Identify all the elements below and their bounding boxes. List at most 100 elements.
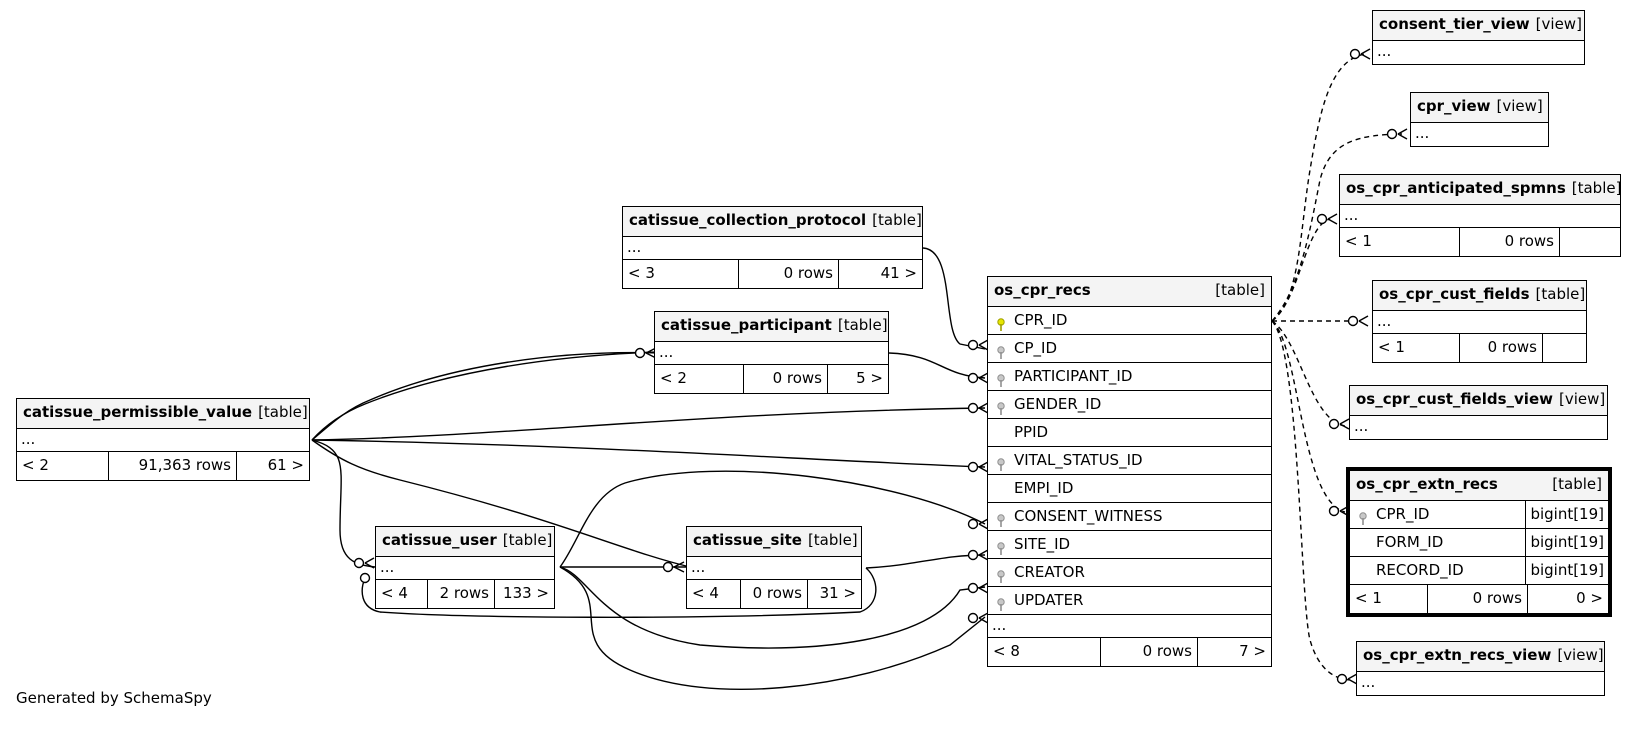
column-row[interactable]: CPR_ID — [988, 307, 1271, 335]
marker-user-a — [353, 557, 365, 569]
column-name: CPR_ID — [1014, 311, 1068, 329]
table-name: os_cpr_cust_fields — [1379, 285, 1530, 303]
children-count[interactable]: 7 > — [1239, 642, 1266, 660]
table-header: os_cpr_anticipated_spmns[table] — [1340, 175, 1621, 205]
edge-recs-cpr-view — [1271, 133, 1403, 322]
table-header: os_cpr_cust_fields_view[view] — [1350, 386, 1607, 416]
column-row[interactable]: VITAL_STATUS_ID — [988, 447, 1271, 475]
ellipsis-row: ... — [1377, 42, 1392, 60]
table-catissue-participant[interactable]: catissue_participant[table] ... < 2 0 ro… — [654, 311, 889, 394]
children-count[interactable]: 41 > — [880, 264, 917, 282]
ellipsis-row: ... — [1354, 417, 1369, 435]
marker-participant — [634, 347, 646, 359]
foreign-key-icon — [1359, 508, 1367, 535]
table-kind: [view] — [1535, 15, 1582, 33]
marker-extn-recs-view — [1336, 673, 1348, 685]
ellipsis-row: ... — [1340, 205, 1620, 228]
column-row[interactable]: PPID — [988, 419, 1271, 447]
table-consent-tier-view[interactable]: consent_tier_view [view] ... — [1372, 10, 1585, 65]
table-name: catissue_participant — [661, 316, 832, 334]
marker-anticipated — [1316, 213, 1328, 225]
children-count[interactable]: 0 > — [1576, 589, 1603, 607]
table-os-cpr-recs[interactable]: os_cpr_recs[table] CPR_ID CP_ID PARTICIP… — [987, 276, 1272, 667]
edge-permissible-vital-status — [311, 439, 986, 468]
table-os-cpr-cust-fields-view[interactable]: os_cpr_cust_fields_view[view] ... — [1349, 385, 1608, 440]
column-row[interactable]: CONSENT_WITNESS — [988, 503, 1271, 531]
table-footer: < 1 0 rows 0 > — [1350, 585, 1608, 613]
ellipsis-row: ... — [1415, 124, 1430, 142]
children-count[interactable] — [1560, 228, 1620, 256]
ellipsis-row: ... — [623, 237, 922, 260]
table-header: consent_tier_view [view] — [1373, 11, 1584, 41]
table-catissue-site[interactable]: catissue_site[table] ... < 4 0 rows 31 > — [686, 526, 862, 609]
children-count[interactable] — [1543, 334, 1586, 362]
table-kind: [table] — [872, 211, 922, 229]
children-count[interactable]: 31 > — [819, 584, 856, 602]
parents-count[interactable]: < 2 — [17, 452, 109, 480]
table-kind: [table] — [837, 316, 888, 334]
table-os-cpr-cust-fields[interactable]: os_cpr_cust_fields[table] ... < 1 0 rows — [1372, 280, 1587, 363]
edge-recs-cust-fields-view — [1271, 320, 1346, 427]
table-os-cpr-anticipated-spmns[interactable]: os_cpr_anticipated_spmns[table] ... < 1 … — [1339, 174, 1621, 257]
column-name: EMPI_ID — [1014, 479, 1074, 497]
table-kind: [table] — [502, 531, 553, 549]
ellipsis-row: ... — [376, 557, 554, 580]
table-catissue-user[interactable]: catissue_user[table] ... < 4 2 rows 133 … — [375, 526, 555, 609]
column-row[interactable]: GENDER_ID — [988, 391, 1271, 419]
table-header: catissue_permissible_value [table] — [17, 399, 309, 429]
children-count[interactable]: 61 > — [267, 456, 304, 474]
table-name: catissue_collection_protocol — [629, 211, 867, 229]
table-catissue-permissible-value[interactable]: catissue_permissible_value [table] ... < … — [16, 398, 310, 481]
parents-count[interactable]: < 4 — [687, 580, 741, 608]
table-header: catissue_collection_protocol [table] — [623, 207, 922, 237]
column-row[interactable]: CREATOR — [988, 559, 1271, 587]
column-row[interactable]: UPDATER — [988, 587, 1271, 615]
table-cpr-view[interactable]: cpr_view[view] ... — [1410, 92, 1549, 147]
parents-count[interactable]: < 2 — [655, 365, 744, 393]
marker-site-id — [967, 549, 979, 561]
children-count[interactable]: 133 > — [503, 584, 549, 602]
table-header: catissue_user[table] — [376, 527, 554, 557]
table-name: catissue_permissible_value — [23, 403, 253, 421]
row-count: 0 rows — [1460, 334, 1543, 362]
table-kind: [view] — [1557, 646, 1604, 664]
column-row[interactable]: CP_ID — [988, 335, 1271, 363]
table-os-cpr-extn-recs-view[interactable]: os_cpr_extn_recs_view[view] ... — [1356, 641, 1605, 696]
table-header: catissue_participant [table] — [655, 312, 888, 342]
column-row[interactable]: PARTICIPANT_ID — [988, 363, 1271, 391]
parents-count[interactable]: < 3 — [623, 260, 739, 288]
edge-permissible-gender — [311, 407, 986, 441]
table-catissue-collection-protocol[interactable]: catissue_collection_protocol[table] ... … — [622, 206, 923, 289]
table-name: os_cpr_recs — [994, 281, 1091, 299]
ellipsis-row: ... — [655, 342, 888, 365]
parents-count[interactable]: < 1 — [1340, 228, 1460, 256]
table-header: os_cpr_extn_recs[table] — [1350, 471, 1608, 501]
parents-count[interactable]: < 4 — [376, 580, 428, 608]
ellipsis-row: ... — [17, 429, 309, 452]
table-kind: [table] — [258, 403, 308, 421]
ellipsis-row: ... — [1373, 311, 1586, 334]
parents-count[interactable]: < 8 — [988, 638, 1101, 666]
column-type: bigint[19] — [1525, 557, 1608, 584]
ellipsis-row: ... — [988, 615, 1271, 638]
table-name: os_cpr_anticipated_spmns — [1346, 179, 1566, 197]
table-name: consent_tier_view — [1379, 15, 1530, 33]
table-footer: < 8 0 rows 7 > — [988, 638, 1271, 666]
ellipsis-row: ... — [687, 557, 861, 580]
parents-count[interactable]: < 1 — [1350, 585, 1428, 613]
column-name: FORM_ID — [1376, 533, 1444, 551]
children-count[interactable]: 5 > — [856, 369, 883, 387]
table-kind: [table] — [807, 531, 858, 549]
column-name: UPDATER — [1014, 591, 1084, 609]
table-footer: < 3 0 rows 41 > — [623, 260, 922, 288]
column-name: GENDER_ID — [1014, 395, 1102, 413]
column-type: bigint[19] — [1525, 501, 1608, 528]
marker-cust-fields — [1347, 315, 1359, 327]
column-row[interactable]: SITE_ID — [988, 531, 1271, 559]
parents-count[interactable]: < 1 — [1373, 334, 1460, 362]
column-row[interactable]: EMPI_ID — [988, 475, 1271, 503]
